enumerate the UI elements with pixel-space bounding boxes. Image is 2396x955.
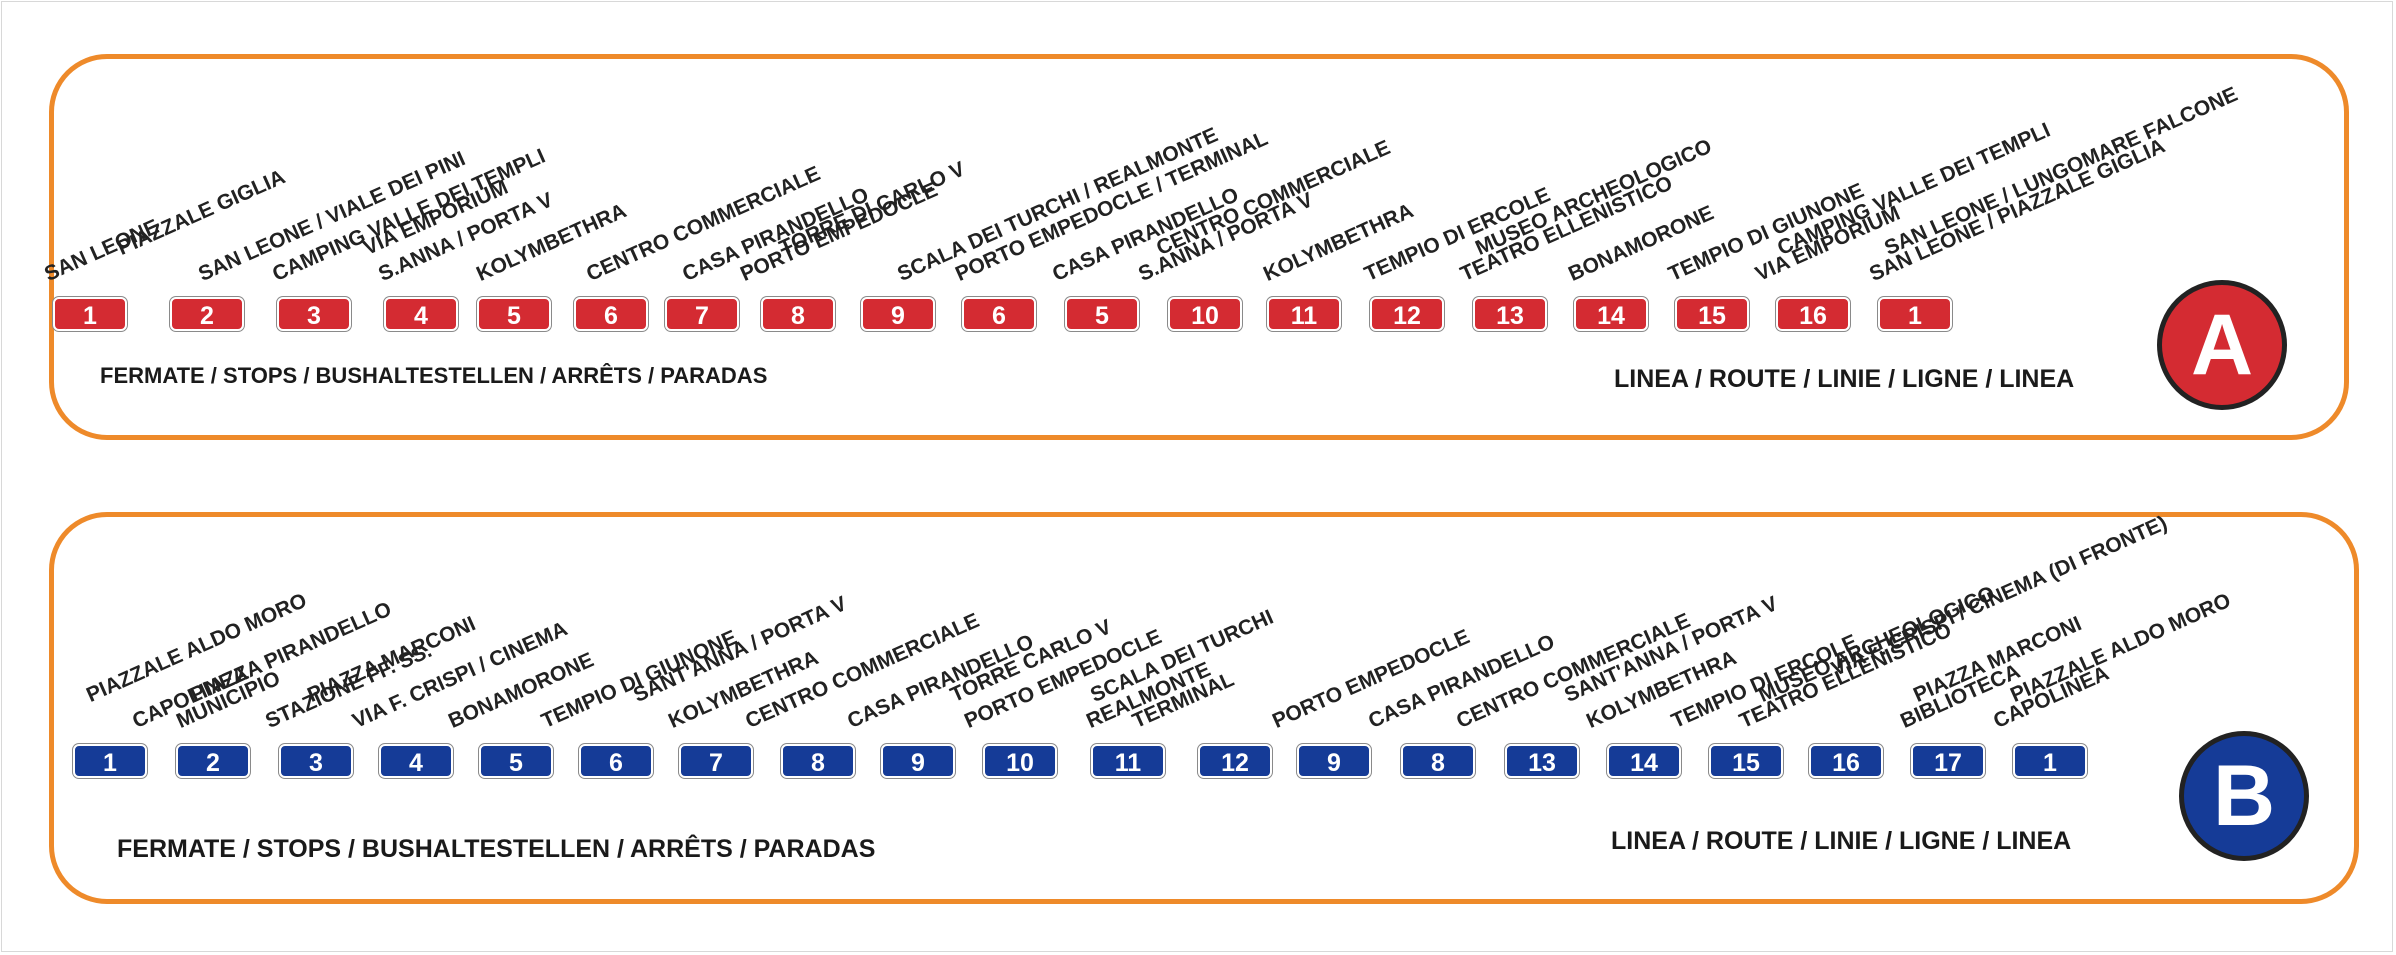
stop-badge: 13 [1505, 744, 1579, 778]
stop-badge: 4 [379, 744, 453, 778]
stop-badge: 10 [983, 744, 1057, 778]
stop-badge: 9 [861, 297, 935, 331]
stop-badge: 11 [1091, 744, 1165, 778]
stop-badge: 16 [1809, 744, 1883, 778]
stop-badge: 9 [881, 744, 955, 778]
stop-badge: 1 [1878, 297, 1952, 331]
stop-badge: 15 [1709, 744, 1783, 778]
stop-badge: 7 [665, 297, 739, 331]
stops-caption: FERMATE / STOPS / BUSHALTESTELLEN / ARRÊ… [117, 835, 876, 863]
route-caption: LINEA / ROUTE / LINIE / LIGNE / LINEA [1614, 365, 2075, 393]
stop-badge: 1 [2013, 744, 2087, 778]
stop-badge: 5 [477, 297, 551, 331]
stop-badge: 14 [1607, 744, 1681, 778]
stop-badge: 15 [1675, 297, 1749, 331]
line-b-panel: FERMATE / STOPS / BUSHALTESTELLEN / ARRÊ… [49, 512, 2359, 904]
stop-badge: 6 [962, 297, 1036, 331]
stop-badge: 12 [1198, 744, 1272, 778]
stop-badge: 5 [1065, 297, 1139, 331]
stop-badge: 1 [73, 744, 147, 778]
stop-badge: 11 [1267, 297, 1341, 331]
stop-badge: 10 [1168, 297, 1242, 331]
stop-badge: 8 [781, 744, 855, 778]
stop-badge: 16 [1776, 297, 1850, 331]
stop-badge: 9 [1297, 744, 1371, 778]
stop-badge: 8 [1401, 744, 1475, 778]
stop-badge: 4 [384, 297, 458, 331]
line-a-panel: FERMATE / STOPS / BUSHALTESTELLEN / ARRÊ… [49, 54, 2349, 440]
stop-badge: 1 [53, 297, 127, 331]
line-a-badge: A [2157, 280, 2287, 410]
stop-badge: 5 [479, 744, 553, 778]
stop-badge: 17 [1911, 744, 1985, 778]
stop-badge: 8 [761, 297, 835, 331]
stop-badge: 3 [279, 744, 353, 778]
stop-badge: 3 [277, 297, 351, 331]
stop-badge: 7 [679, 744, 753, 778]
stop-badge: 12 [1370, 297, 1444, 331]
stop-badge: 6 [579, 744, 653, 778]
stop-badge: 2 [170, 297, 244, 331]
stop-badge: 2 [176, 744, 250, 778]
stops-caption: FERMATE / STOPS / BUSHALTESTELLEN / ARRÊ… [100, 363, 768, 388]
stop-badge: 6 [574, 297, 648, 331]
stop-badge: 14 [1574, 297, 1648, 331]
stop-badge: 13 [1473, 297, 1547, 331]
line-b-badge: B [2179, 731, 2309, 861]
route-caption: LINEA / ROUTE / LINIE / LIGNE / LINEA [1611, 827, 2072, 855]
